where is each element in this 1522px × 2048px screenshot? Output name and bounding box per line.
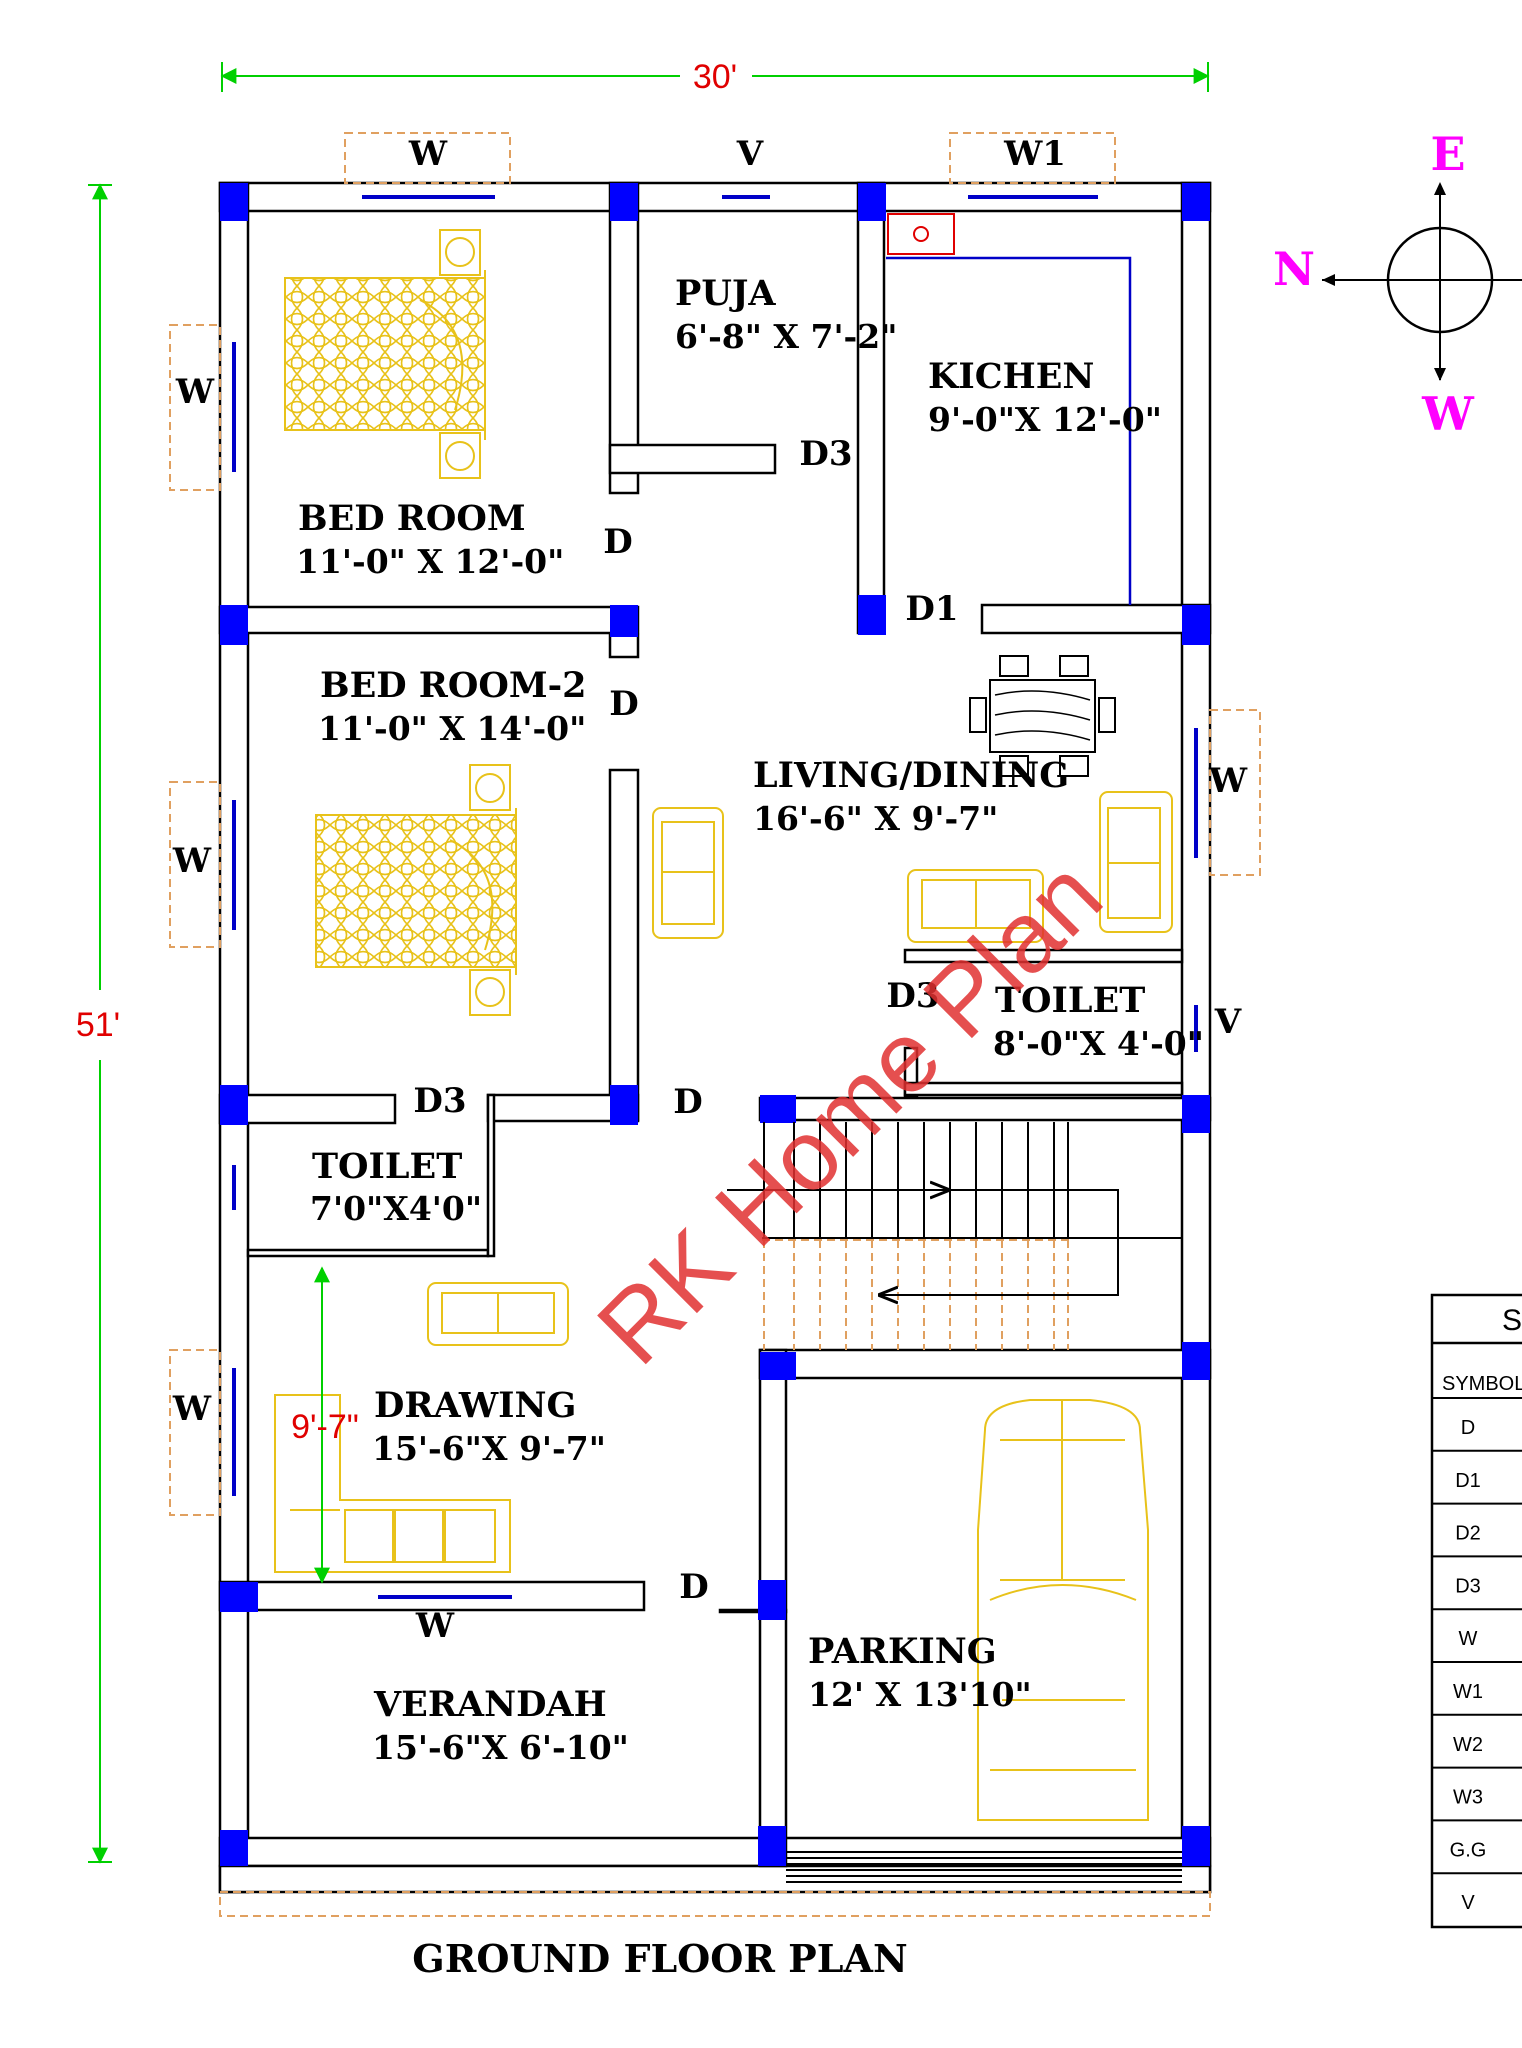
schedule-symbol: W2 [1453,1734,1483,1756]
kitchen-counter [886,213,1132,605]
compass-arrow-up-icon [1434,182,1446,195]
schedule-symbol: D3 [1455,1575,1481,1597]
label-d1-kitchen: D1 [905,589,958,629]
label-d3-toilet: D3 [886,976,939,1016]
room-size-bedroom-2: 11'-0" X 14'-0" [318,709,586,748]
room-size-parking: 12' X 13'10" [808,1675,1032,1714]
windows [169,132,1261,1917]
room-name-parking: PARKING [808,1631,997,1672]
schedule-symbol: G.G [1450,1839,1487,1861]
room-name-toilet-2: TOILET [312,1146,462,1187]
overall-depth-dimension: 51' [76,183,120,1864]
room-size-bedroom: 11'-0" X 12'-0" [296,542,564,581]
label-w-verandah: W [415,1606,455,1646]
label-d-drawing: D [679,1567,708,1607]
schedule-symbol: D2 [1455,1523,1481,1545]
room-name-drawing: DRAWING [374,1385,576,1426]
bed-2 [315,764,517,1016]
label-w1-top: W1 [1003,134,1066,174]
label-d-stair: D [673,1082,702,1122]
room-name-toilet-1: TOILET [995,980,1145,1021]
label-w-bed2: W [172,841,212,881]
room-size-kitchen: 9'-0"X 12'-0" [928,400,1162,439]
room-size-living-dining: 16'-6" X 9'-7" [753,799,998,838]
room-size-toilet-2: 7'0"X4'0" [310,1189,482,1228]
label-v-toilet: V [1214,1002,1242,1042]
label-d3-puja: D3 [799,434,852,474]
drawing-height-dimension: 9'-7" [291,1266,359,1584]
dining-table [969,655,1116,777]
compass-label-top: E [1430,127,1465,181]
parking-steps [786,1851,1182,1883]
schedule-header: S [1502,1304,1522,1337]
room-size-puja: 6'-8" X 7'-2" [675,317,897,356]
schedule-symbol: D1 [1455,1470,1481,1492]
room-name-bedroom-2: BED ROOM-2 [320,665,586,706]
room-size-drawing: 15'-6"X 9'-7" [372,1429,606,1468]
room-name-puja: PUJA [675,273,776,314]
label-v-top: V [736,134,764,174]
compass-label-bottom: W [1421,387,1475,441]
room-name-kitchen: KICHEN [928,356,1094,397]
opening-labels: W V W1 W W W W V W D D D D D3 D1 D3 D3 [172,134,1248,1646]
living-sofas [652,791,1173,943]
label-w-drawing: W [172,1389,212,1429]
schedule-symbol: D [1461,1417,1475,1439]
room-size-toilet-1: 8'-0"X 4'-0" [993,1024,1204,1063]
compass-label-left: N [1273,242,1315,296]
label-w-living: W [1208,761,1248,801]
overall-depth-label: 51' [76,1006,120,1044]
room-name-verandah: VERANDAH [373,1684,607,1725]
label-w-bed1: W [175,372,215,412]
overall-width-label: 30' [693,58,737,96]
label-w-top: W [408,134,448,174]
car [977,1399,1149,1821]
label-d-bed1: D [603,522,632,562]
schedule-symbol: W1 [1453,1681,1483,1703]
room-labels: BED ROOM 11'-0" X 12'-0" PUJA 6'-8" X 7'… [296,273,1204,1767]
schedule-symbol: W3 [1453,1787,1483,1809]
compass: E N W [1273,127,1522,441]
drawing-height-label: 9'-7" [291,1408,359,1446]
columns [220,183,1210,1866]
room-name-bedroom: BED ROOM [298,498,526,539]
plan-title: GROUND FLOOR PLAN [412,1936,907,1981]
compass-arrow-left-icon [1322,274,1335,286]
label-d3-toilet-2: D3 [413,1081,466,1121]
schedule-symbol: W [1459,1628,1478,1650]
schedule-symbol-header: SYMBOL [1442,1373,1522,1395]
overall-width-dimension: 30' [220,58,1210,96]
room-name-living-dining: LIVING/DINING [753,755,1069,796]
schedule-symbol: V [1461,1892,1475,1914]
compass-arrow-down-icon [1434,368,1446,381]
bed-1 [284,229,486,479]
staircase [727,1122,1182,1350]
room-size-verandah: 15'-6"X 6'-10" [372,1728,629,1767]
label-d-bed2: D [609,684,638,724]
